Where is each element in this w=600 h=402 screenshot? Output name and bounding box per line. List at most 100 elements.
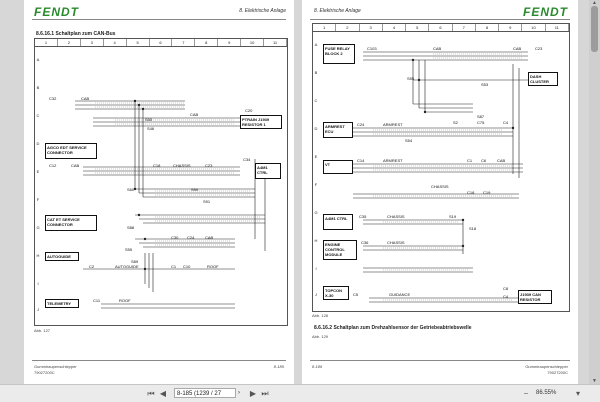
section-title-2: 8.6.16.2 Schaltplan zum Drehzahlsensor d… (314, 325, 472, 331)
label-s50: S50 (145, 117, 153, 122)
label-chassis1: CHASSIS (431, 184, 449, 189)
scroll-down-icon[interactable]: ▼ (592, 378, 597, 384)
viewer-toolbar: ⏮ ◀ 8-185 (1239 / 27 › ▶ ⏭ − 86.55% ▾ (0, 384, 600, 402)
label-armrest2: ARMREST (383, 158, 403, 163)
label-c11: C11 (93, 298, 101, 303)
figure-number: Abb. 128 (312, 313, 329, 318)
page-number-field[interactable]: 8-185 (1239 / 27 (174, 388, 236, 398)
agco-edt-connector-box: AGCO EDT SERVICE CONNECTOR (45, 143, 97, 159)
label-c20: C20 (245, 108, 253, 113)
label-s88: S88 (127, 225, 135, 230)
footer-rule (32, 360, 286, 361)
label-c35: C35 (359, 214, 367, 219)
label-c8: C8 (503, 286, 509, 291)
label-roof2: ROOF (119, 298, 131, 303)
footer-code: 79027200C (34, 370, 55, 375)
zoom-level[interactable]: 86.55% (536, 390, 557, 396)
label-c4: C4 (503, 120, 509, 125)
zoom-out-icon[interactable]: − (523, 389, 529, 398)
label-s19: S19 (449, 214, 457, 219)
header-rule (310, 19, 570, 20)
figure-number: Abb. 127 (34, 328, 51, 333)
label-c10: C10 (183, 264, 191, 269)
label-c18: C18 (153, 163, 161, 168)
label-c19: C19 (483, 190, 491, 195)
label-chassis1: CHASSIS (173, 163, 191, 168)
label-c14: C14 (357, 158, 365, 163)
label-cab2: CAB (513, 46, 522, 51)
fendt-logo: FENDT (523, 5, 568, 19)
label-armrest1: ARMREST (383, 122, 403, 127)
label-cab3: CAB (71, 163, 80, 168)
page-field-suffix: › (238, 390, 240, 396)
label-s55: S55 (125, 247, 133, 252)
cat-et-connector-box: CAT ET SERVICE CONNECTOR (45, 215, 97, 231)
label-guidance: GUIDANCE (389, 292, 411, 297)
label-c75: C75 (477, 120, 485, 125)
label-c34: C34 (243, 157, 251, 162)
first-page-icon[interactable]: ⏮ (147, 389, 155, 398)
label-c36: C36 (361, 240, 369, 245)
wiring-lines-left (75, 99, 266, 309)
dash-cluster-box: DASH CLUSTER (528, 72, 558, 86)
label-c18: C18 (467, 190, 475, 195)
last-page-icon[interactable]: ⏭ (261, 389, 269, 398)
autoguide-box: AUTOGUIDE (45, 252, 79, 261)
label-s60: S60 (127, 187, 135, 192)
label-c103: C103 (367, 46, 377, 51)
a4m1-ctrl-box: A4M1 CTRL (255, 163, 281, 179)
next-page-icon[interactable]: ▶ (249, 389, 257, 398)
label-c1: C1 (171, 264, 177, 269)
label-c24: C24 (187, 235, 195, 240)
footer-rule (310, 360, 570, 361)
label-roof1: ROOF (207, 264, 219, 269)
vertical-scrollbar[interactable]: ▲ ▼ (589, 0, 600, 384)
label-cab3: CAB (497, 158, 506, 163)
label-c23: C23 (535, 46, 543, 51)
label-s90: S90 (191, 187, 199, 192)
label-c23: C23 (205, 163, 213, 168)
label-autoguide-wire: AUTOGUIDE (115, 264, 139, 269)
label-s55: S55 (407, 76, 415, 81)
label-c1: C1 (467, 158, 473, 163)
header-rule (32, 19, 286, 20)
label-c30: C30 (171, 235, 179, 240)
label-s18: S18 (469, 226, 477, 231)
label-s2: S2 (453, 120, 458, 125)
ptrain-resistor-box: PTRAIN J1939 RESISTOR 1 (240, 115, 282, 129)
zoom-dropdown-icon[interactable]: ▾ (575, 389, 580, 398)
vt-box: VT (323, 160, 353, 174)
page-number: 8-185 (273, 364, 284, 369)
chapter-header: 8. Elektrische Anlage (314, 8, 361, 14)
footer-title: Gummiraupenschlepper (525, 364, 568, 369)
label-s53: S53 (481, 82, 489, 87)
label-s91: S91 (203, 199, 211, 204)
scroll-thumb[interactable] (591, 6, 598, 52)
fendt-logo: FENDT (34, 5, 79, 19)
document-viewer: FENDT 8. Elektrische Anlage 8.6.16.1 Sch… (24, 0, 600, 384)
label-s87: S87 (477, 114, 485, 119)
label-s46: S46 (147, 126, 155, 131)
fuse-relay-block-box: FUSE RELAY BLOCK 2 (323, 44, 355, 64)
label-c32: C32 (49, 96, 57, 101)
chapter-header: 8. Elektrische Anlage (239, 8, 286, 14)
engine-control-box: ENGINE CONTROL MODULE (323, 240, 357, 260)
a4m1-ctrl-box: A4M1 CTRL (323, 214, 353, 230)
footer-title: Gummiraupenschlepper (34, 364, 77, 369)
armrest-ecu-box: ARMREST ECU (323, 122, 353, 138)
label-cab4: CAB (205, 235, 214, 240)
label-s89: S89 (131, 259, 139, 264)
telemetry-box: TELEMETRY (45, 299, 79, 308)
label-c2: C2 (89, 264, 95, 269)
label-c6: C6 (481, 158, 487, 163)
pdf-page-left: FENDT 8. Elektrische Anlage 8.6.16.1 Sch… (24, 0, 294, 384)
wiring-lines-right (353, 51, 528, 303)
scroll-up-icon[interactable]: ▲ (592, 0, 597, 6)
topcon-box: TOPCON X-30 (323, 286, 349, 300)
label-c24: C24 (357, 122, 365, 127)
prev-page-icon[interactable]: ◀ (159, 389, 167, 398)
